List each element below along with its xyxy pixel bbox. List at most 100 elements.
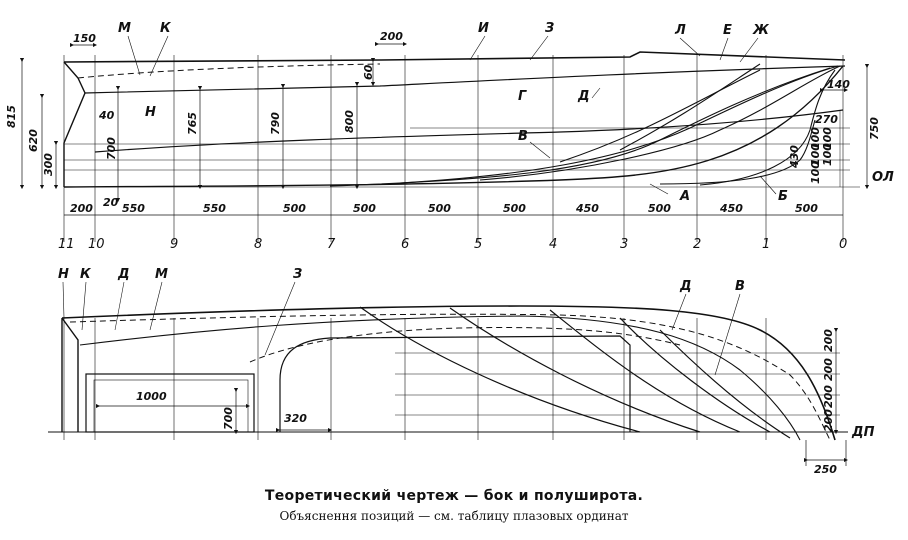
plan-dim-200-a: 200 <box>822 329 835 352</box>
spacing-500-e: 500 <box>795 202 818 215</box>
plan-dim-200-b: 200 <box>822 358 835 381</box>
plan-section-curves <box>359 306 791 439</box>
dim-140: 140 <box>827 78 850 91</box>
plan-dimension-lines <box>95 327 849 466</box>
dim-100-d: 100 <box>821 143 834 166</box>
sheer-line <box>63 51 846 63</box>
label-n: Н <box>145 105 156 120</box>
label-k: К <box>160 21 172 36</box>
plan-dim-1000: 1000 <box>136 390 167 403</box>
dim-700: 700 <box>105 137 118 160</box>
spacing-450-b: 450 <box>719 202 743 215</box>
deck-dashed-line <box>77 63 381 79</box>
chine-line <box>94 109 844 153</box>
spacing-200: 200 <box>70 202 93 215</box>
plan-dim-250: 250 <box>814 463 837 476</box>
spacing-dimensions: 200 550 550 500 500 500 500 450 500 450 … <box>70 202 818 215</box>
plan-label-d: Д <box>117 267 130 282</box>
spacing-500-d: 500 <box>648 202 671 215</box>
plan-dim-700: 700 <box>222 407 235 430</box>
spacing-550-b: 550 <box>203 202 226 215</box>
station-lines <box>63 55 844 242</box>
buttock-lines <box>329 63 841 187</box>
dim-790: 790 <box>269 112 282 135</box>
label-g: Г <box>518 89 527 104</box>
station-3: 3 <box>620 237 628 252</box>
profile-dimension-texts: 815 620 300 150 200 60 40 20 700 765 790… <box>5 30 894 209</box>
centerline-label: ДП <box>851 425 875 440</box>
plan-station-lines <box>63 318 767 440</box>
dim-height-300: 300 <box>42 153 55 176</box>
dim-100-c: 100 <box>809 127 822 150</box>
dim-200-top: 200 <box>380 30 403 43</box>
label-leaders <box>127 35 777 195</box>
label-b: Б <box>778 189 788 204</box>
plan-deck-outline <box>61 305 836 441</box>
dim-765: 765 <box>186 112 199 135</box>
label-m: М <box>118 21 131 36</box>
plan-dashed-line <box>69 313 831 441</box>
deck-edge-line <box>84 65 846 94</box>
dim-100-e: 100 <box>821 127 834 150</box>
label-e: Е <box>723 23 732 38</box>
label-i: И <box>478 21 489 36</box>
plan-dim-320: 320 <box>284 412 307 425</box>
caption-title: Теоретический чертеж — бок и полуширота. <box>264 488 644 504</box>
dim-60: 60 <box>362 64 375 80</box>
plan-line-z <box>249 327 681 363</box>
dim-150: 150 <box>73 32 96 45</box>
plan-label-leaders <box>62 281 741 376</box>
label-z: З <box>545 21 554 36</box>
spacing-580: 500 <box>428 202 451 215</box>
transom-outline <box>63 61 86 187</box>
dim-height-815: 815 <box>5 105 18 128</box>
plan-label-d2: Д <box>679 279 692 294</box>
label-d: Д <box>577 89 590 104</box>
waterlines <box>64 127 860 188</box>
dim-100-b: 100 <box>809 143 822 166</box>
lines-plan-drawing: 815 620 300 150 200 60 40 20 700 765 790… <box>5 21 894 476</box>
caption: Теоретический чертеж — бок и полуширота.… <box>0 482 908 523</box>
dim-270: 270 <box>815 113 838 126</box>
station-10: 10 <box>88 237 105 252</box>
plan-transom <box>61 317 79 432</box>
station-7: 7 <box>327 237 336 252</box>
spacing-500-b: 500 <box>353 202 376 215</box>
dim-20: 20 <box>103 196 119 209</box>
label-zh: Ж <box>752 23 770 38</box>
station-6: 6 <box>401 237 409 252</box>
plan-inner-line <box>79 315 801 441</box>
keel-line <box>63 65 844 188</box>
baseline-label: ОЛ <box>872 170 894 185</box>
profile-view <box>19 41 870 242</box>
plan-label-v: В <box>735 279 745 294</box>
label-l: Л <box>674 23 686 38</box>
spacing-450-a: 450 <box>575 202 599 215</box>
plan-label-k: К <box>80 267 92 282</box>
dim-800: 800 <box>343 110 356 133</box>
dim-100-a: 100 <box>809 161 822 184</box>
station-11: 11 <box>58 237 75 252</box>
station-0: 0 <box>839 237 847 252</box>
spacing-500-c: 500 <box>503 202 526 215</box>
plan-texts: Н К Д М З Д В 1000 700 320 200 200 200 2… <box>58 267 875 476</box>
dim-750: 750 <box>868 117 881 140</box>
profile-line-labels: М К И З Л Е Ж Г Д Н В А Б <box>118 21 788 204</box>
plan-label-n: Н <box>58 267 69 282</box>
plan-dim-200-d: 200 <box>822 409 835 432</box>
label-a: А <box>679 189 690 204</box>
dim-430: 430 <box>788 145 801 169</box>
dim-40: 40 <box>98 109 115 122</box>
station-numbers: 11 10 9 8 7 6 5 4 3 2 1 0 <box>58 237 847 252</box>
caption-subtitle: Объяснення позиций — см. таблицу плазовы… <box>279 509 629 523</box>
plan-dim-200-c: 200 <box>822 385 835 408</box>
hatch-opening <box>279 335 631 432</box>
station-8: 8 <box>254 237 262 252</box>
station-4: 4 <box>549 237 557 252</box>
spacing-500-a: 500 <box>283 202 306 215</box>
dim-height-620: 620 <box>27 129 40 152</box>
station-2: 2 <box>693 237 701 252</box>
spacing-550-a: 550 <box>122 202 145 215</box>
station-9: 9 <box>170 237 178 252</box>
plan-label-z: З <box>293 267 302 282</box>
